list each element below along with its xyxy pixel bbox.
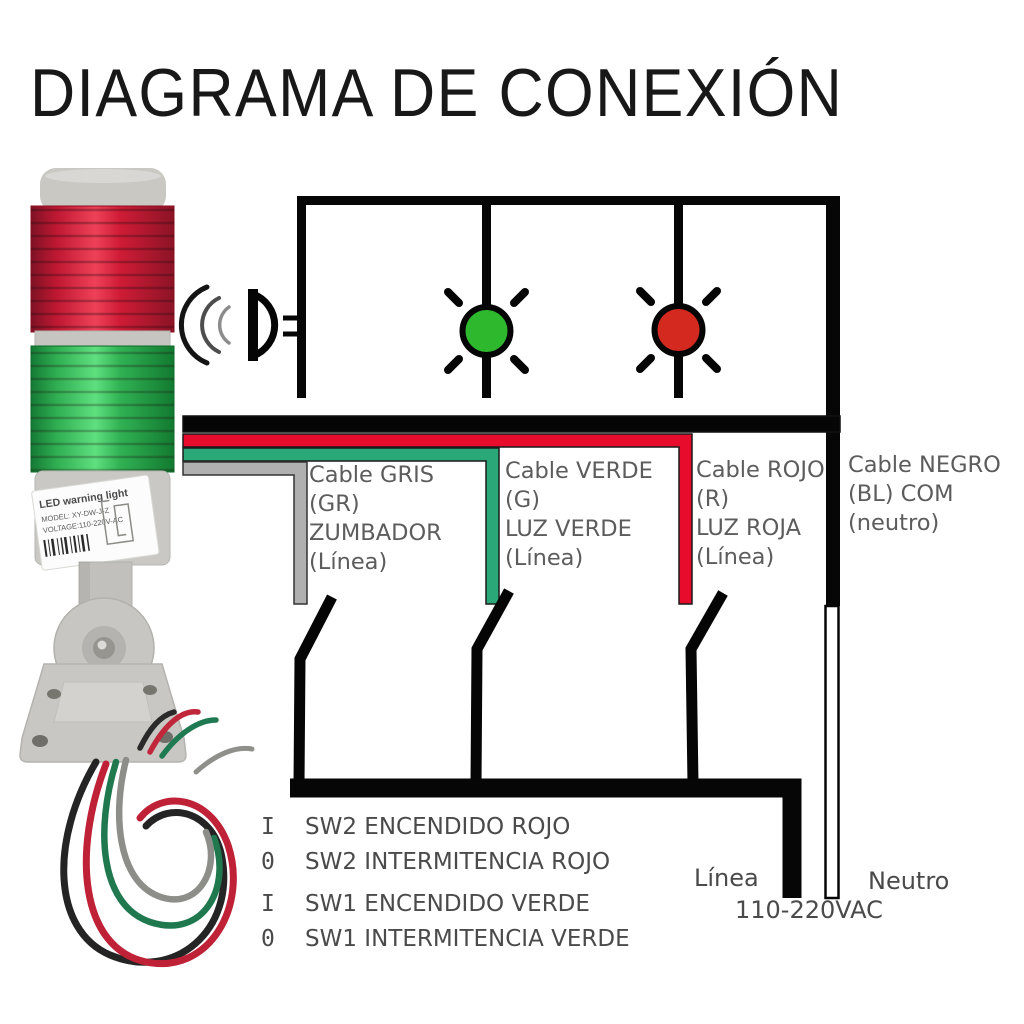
switch-legend: I SW2 ENCENDIDO ROJO 0 SW2 INTERMITENCIA… xyxy=(261,814,630,961)
cable-gris-label: Cable GRIS (GR) ZUMBADOR (Línea) xyxy=(309,462,442,575)
green-lens-ribs xyxy=(31,346,174,472)
line-bus xyxy=(290,778,802,898)
legend-row-sw2-on: I SW2 ENCENDIDO ROJO xyxy=(261,814,630,840)
right-neutral-drop xyxy=(826,196,840,606)
top-wire xyxy=(297,196,840,205)
green-lamp-rays xyxy=(444,288,529,374)
cable-verde-label: Cable VERDE (G) LUZ VERDE (Línea) xyxy=(505,458,653,571)
green-lamp xyxy=(459,304,514,358)
gray-cable-bar xyxy=(182,461,308,605)
cable-rojo-label: Cable ROJO (R) LUZ ROJA (Línea) xyxy=(696,457,825,570)
mounting-bracket xyxy=(19,663,187,763)
legend-row-sw1-blink: 0 SW1 INTERMITENCIA VERDE xyxy=(261,926,630,952)
cable-bus xyxy=(182,415,841,605)
page-title: DIAGRAMA DE CONEXIÓN xyxy=(30,55,844,131)
switch-sw-buzzer xyxy=(293,594,337,785)
green-lamp-symbol xyxy=(444,288,529,374)
circuit-top-loop xyxy=(297,196,840,606)
wire-bundle xyxy=(60,709,255,968)
switches xyxy=(293,588,728,785)
white-neutral-wire xyxy=(824,604,840,900)
green-cable-bar xyxy=(182,447,500,605)
product-label-mini-diagram xyxy=(100,499,135,546)
mount-stem-shade xyxy=(79,562,90,626)
product-label-barcode xyxy=(43,533,90,557)
legend-text: SW1 ENCENDIDO VERDE xyxy=(305,891,590,917)
legend-text: SW2 ENCENDIDO ROJO xyxy=(305,814,571,840)
switch-sw2-red xyxy=(685,590,728,785)
tower-cap-top xyxy=(45,169,161,183)
red-cable-bar xyxy=(182,433,693,605)
buzzer-branch-wire xyxy=(297,196,306,398)
speaker-dome xyxy=(251,290,279,360)
black-cable-bar xyxy=(182,415,841,433)
legend-row-sw1-on: I SW1 ENCENDIDO VERDE xyxy=(261,891,630,917)
legend-text: SW2 INTERMITENCIA ROJO xyxy=(305,849,611,875)
red-lamp-branch-wire xyxy=(674,196,683,398)
switch-sw1-green xyxy=(470,588,514,785)
red-lamp-symbol xyxy=(636,287,721,373)
red-lamp xyxy=(651,303,706,357)
buzzer-symbol xyxy=(178,284,303,366)
legend-marker: I xyxy=(261,891,275,917)
cable-negro-label: Cable NEGRO (BL) COM (neutro) xyxy=(848,452,1001,536)
voltage-label: 110-220VAC xyxy=(735,896,883,924)
linea-label: Línea xyxy=(694,864,759,892)
legend-marker: I xyxy=(261,814,275,840)
red-lens-ribs xyxy=(31,206,174,332)
legend-text: SW1 INTERMITENCIA VERDE xyxy=(305,926,630,952)
green-lamp-branch-wire xyxy=(482,196,491,398)
lens-divider-ring xyxy=(34,330,171,348)
legend-row-sw2-blink: 0 SW2 INTERMITENCIA ROJO xyxy=(261,849,630,875)
sound-wave-middle xyxy=(200,296,221,354)
legend-marker: 0 xyxy=(261,926,275,952)
legend-marker: 0 xyxy=(261,849,275,875)
stack-light-photo: LED warning light MODEL: XY-DW-J-Z VOLTA… xyxy=(19,168,255,968)
sound-wave-outer xyxy=(178,284,210,366)
product-label: LED warning light MODEL: XY-DW-J-Z VOLTA… xyxy=(31,474,160,571)
sound-wave-inner xyxy=(217,305,231,345)
neutro-label: Neutro xyxy=(868,867,950,895)
red-lamp-rays xyxy=(636,287,721,373)
